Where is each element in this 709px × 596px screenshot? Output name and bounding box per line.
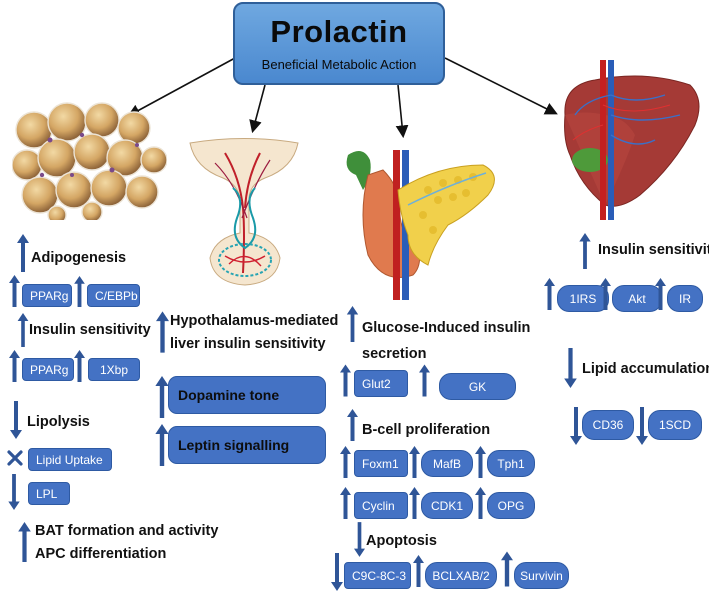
adipogenesis-heading: Adipogenesis xyxy=(31,250,127,266)
liver-insulin-sensitivity-heading: Insulin sensitivity xyxy=(598,242,709,258)
ir-box: IR xyxy=(667,285,703,312)
apoptosis-heading: Apoptosis xyxy=(366,533,437,549)
down-arrow-icon xyxy=(570,407,582,445)
arrow-to-pancreas xyxy=(395,84,409,139)
bclxab2-box: BCLXAB/2 xyxy=(425,562,497,589)
adipose-tissue-illustration xyxy=(12,102,167,220)
up-arrow-icon xyxy=(409,446,420,478)
arrow-to-liver xyxy=(444,57,558,115)
1scd-box: 1SCD xyxy=(648,410,702,440)
prolactin-title-box: Prolactin Beneficial Metabolic Action xyxy=(233,2,445,85)
up-arrow-icon xyxy=(17,234,29,272)
mafb-box: MafB xyxy=(421,450,473,477)
hypothalamus-pituitary-illustration xyxy=(189,138,299,286)
up-arrow-icon xyxy=(655,278,666,310)
up-arrow-icon xyxy=(600,278,611,310)
up-arrow-icon xyxy=(419,364,430,397)
up-arrow-icon xyxy=(9,350,20,382)
up-arrow-icon xyxy=(17,313,29,347)
pparg-insulin-box: PPARg xyxy=(22,358,74,381)
up-arrow-icon xyxy=(156,311,169,353)
down-arrow-icon xyxy=(564,348,577,388)
opg-box: OPG xyxy=(487,492,535,519)
up-arrow-icon xyxy=(155,376,169,418)
leptin-signalling-box: Leptin signalling xyxy=(168,426,326,464)
liver-illustration xyxy=(564,60,700,220)
up-arrow-icon xyxy=(475,446,486,478)
lipid-accumulation-heading: Lipid accumulation xyxy=(582,361,709,377)
b-cell-proliferation-heading: B-cell proliferation xyxy=(362,422,491,438)
cd36-box: CD36 xyxy=(582,410,634,440)
c9c-8c-3-box: C9C-8C-3 xyxy=(344,562,411,589)
up-arrow-icon xyxy=(340,487,351,519)
1irs-box: 1IRS xyxy=(557,285,609,312)
page-title: Prolactin xyxy=(270,14,408,49)
page-subtitle: Beneficial Metabolic Action xyxy=(261,57,417,72)
akt-box: Akt xyxy=(612,285,662,312)
down-arrow-icon xyxy=(331,553,343,591)
pparg-box: PPARg xyxy=(22,284,72,307)
up-arrow-icon xyxy=(155,424,169,466)
glucose-insulin-heading-line2: secretion xyxy=(362,346,427,362)
up-arrow-icon xyxy=(347,409,358,441)
gk-box: GK xyxy=(439,373,516,400)
lipolysis-heading: Lipolysis xyxy=(27,414,90,430)
cdk1-box: CDK1 xyxy=(421,492,473,519)
bat-formation-text: BAT formation and activity xyxy=(35,523,219,539)
glucose-insulin-heading-line1: Glucose-Induced insulin xyxy=(362,320,531,336)
up-arrow-icon xyxy=(346,306,359,342)
up-arrow-icon xyxy=(74,276,85,307)
down-arrow-icon xyxy=(8,474,20,510)
up-arrow-icon xyxy=(409,487,420,519)
cebpb-box: C/EBPb xyxy=(87,284,140,307)
down-arrow-icon xyxy=(10,401,22,439)
up-arrow-icon xyxy=(544,278,555,310)
lpl-box: LPL xyxy=(28,482,70,505)
arrow-to-hypothalamus xyxy=(249,84,266,134)
down-arrow-icon xyxy=(636,407,648,445)
glut2-box: Glut2 xyxy=(354,370,408,397)
apc-differentiation-text: APC differentiation xyxy=(35,546,167,562)
lipid-uptake-box: Lipid Uptake xyxy=(28,448,112,471)
1xbp-box: 1Xbp xyxy=(88,358,140,381)
up-arrow-icon xyxy=(579,233,591,269)
down-arrow-icon xyxy=(354,522,365,557)
foxm1-box: Foxm1 xyxy=(354,450,408,477)
cyclin-box: Cyclin xyxy=(354,492,408,519)
up-arrow-icon xyxy=(74,350,85,382)
x-mark-icon xyxy=(7,450,23,466)
adipose-insulin-sensitivity-heading: Insulin sensitivity xyxy=(29,322,151,338)
up-arrow-icon xyxy=(340,446,351,478)
hypothalamus-heading-line1: Hypothalamus-mediated xyxy=(170,313,339,329)
up-arrow-icon xyxy=(413,555,424,587)
dopamine-tone-box: Dopamine tone xyxy=(168,376,326,414)
hypothalamus-heading-line2: liver insulin sensitivity xyxy=(170,336,326,352)
survivin-box: Survivin xyxy=(514,562,569,589)
up-arrow-icon xyxy=(340,364,351,397)
up-arrow-icon xyxy=(9,275,20,307)
pancreas-illustration xyxy=(346,150,495,300)
tph1-box: Tph1 xyxy=(487,450,535,477)
up-arrow-icon xyxy=(18,522,31,562)
up-arrow-icon xyxy=(475,487,486,519)
up-arrow-icon xyxy=(501,551,513,587)
